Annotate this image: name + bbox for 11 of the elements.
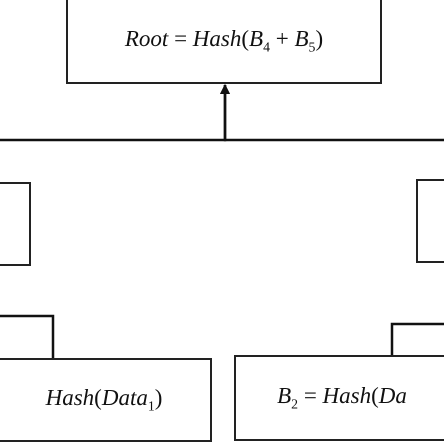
hash-box (234, 355, 444, 441)
hash-box (66, 0, 382, 84)
empty-box (416, 179, 444, 263)
hash-box (0, 358, 212, 442)
empty-box (0, 182, 31, 266)
connector-line (0, 314, 54, 358)
hash-formula: Root = Hash(B$_{4}$ + B$_{5}$) (124, 26, 324, 56)
connector-line (390, 322, 444, 355)
hash-formula: B$_{2}$ = Hash(Da (277, 383, 407, 413)
hash-formula: Hash(Data$_{1}$) (46, 385, 162, 415)
arrow (220, 84, 444, 142)
